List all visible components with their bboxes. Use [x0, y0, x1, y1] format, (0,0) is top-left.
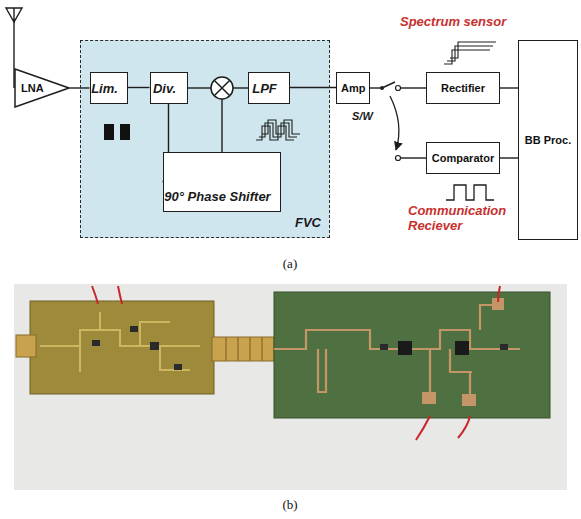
- process-box: Amp: [336, 72, 370, 104]
- mixer-symbol: [211, 77, 233, 99]
- pcb-chip: [398, 341, 412, 355]
- pcb-part: [174, 364, 182, 370]
- pulse-icon: [104, 124, 114, 140]
- region-fill: [80, 40, 330, 238]
- pcb-pad: [462, 394, 476, 406]
- pcb-chip: [455, 341, 469, 355]
- photo-ground: [14, 284, 567, 490]
- process-box: BB Proc.: [518, 40, 578, 240]
- node-label: Amp: [341, 82, 365, 95]
- wire: [401, 87, 427, 88]
- node-label: LNA: [21, 82, 44, 95]
- process-box: Comparator: [426, 142, 500, 174]
- switch-contact: [396, 86, 401, 91]
- pcb-trace: [40, 312, 200, 372]
- spectrum-icon: [447, 46, 493, 61]
- node-label: 90° Phase Shifter: [164, 190, 272, 205]
- pulse-icon: [120, 124, 130, 140]
- sma-adapter: [226, 337, 262, 361]
- process-box: 90° Phase Shifter: [163, 152, 281, 212]
- sma-adapter: [212, 337, 274, 361]
- process-box: Rectifier: [426, 72, 500, 104]
- pulse-icon: [446, 185, 494, 200]
- node-label: Rectifier: [431, 82, 495, 95]
- red-wire: [92, 286, 500, 440]
- amplifier-triangle: LNA: [14, 68, 70, 108]
- pcb-board: [274, 292, 550, 418]
- pcb-trace: [274, 305, 520, 400]
- node-label: BB Proc.: [523, 134, 573, 147]
- mixer-cross: [214, 80, 230, 96]
- pcb-part: [150, 342, 159, 350]
- pcb-board: [30, 301, 214, 394]
- spectrum-icon: [444, 50, 490, 64]
- wire: [233, 87, 248, 88]
- switch-label: S/W: [352, 110, 373, 122]
- node-label: Comparator: [431, 152, 495, 165]
- process-box: Lim.: [90, 72, 128, 104]
- node-label: FVC: [295, 216, 321, 231]
- switch-blade: [382, 82, 395, 88]
- pcb-part: [92, 340, 100, 346]
- wire: [401, 157, 427, 158]
- node-label: Div.: [151, 82, 179, 97]
- switch-arrow: [390, 96, 399, 150]
- subfigure-label: (b): [282, 497, 297, 513]
- node-label: LPF: [249, 82, 281, 97]
- pcb-part: [500, 344, 508, 350]
- node-label: Lim.: [91, 82, 119, 97]
- triangle-outline: [15, 69, 69, 107]
- sma-connector: [16, 335, 36, 357]
- section-label: Communication Reciever: [408, 204, 520, 234]
- pcb-pad: [422, 392, 436, 404]
- block-region: FVC Lim. Div. LPF 90° Phase Shifter: [80, 40, 330, 238]
- connector: [500, 87, 518, 88]
- subfigure-label: (a): [283, 256, 297, 272]
- pulse-icon: [259, 123, 297, 137]
- pcb-part: [130, 326, 138, 332]
- process-box: LPF: [248, 72, 290, 104]
- pcb-part: [380, 344, 388, 350]
- spectrum-icon: [450, 42, 496, 58]
- connector: [500, 157, 518, 158]
- pulse-icon: [256, 126, 294, 140]
- wire: [188, 87, 211, 88]
- process-box: Div.: [150, 72, 188, 104]
- connector: [128, 87, 150, 88]
- pulse-icon: [262, 120, 300, 134]
- antenna-symbol: [6, 8, 22, 22]
- wire: [221, 99, 222, 152]
- section-label: Spectrum sensor: [400, 14, 506, 29]
- switch-contact: [396, 156, 401, 161]
